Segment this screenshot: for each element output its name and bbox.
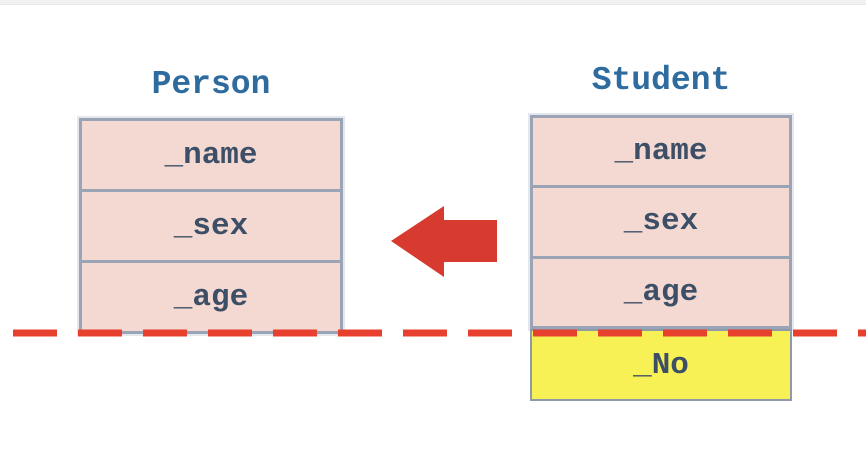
student-field-name-label: _name xyxy=(614,134,708,170)
student-field-sex-label: _sex xyxy=(623,204,699,240)
person-field-name-label: _name xyxy=(164,137,258,173)
student-field-age: _age xyxy=(533,259,789,326)
person-field-sex-label: _sex xyxy=(173,208,249,244)
window-top-edge xyxy=(0,0,866,5)
student-field-sex: _sex xyxy=(533,188,789,259)
student-field-name: _name xyxy=(533,118,789,189)
person-class-title: Person xyxy=(151,66,271,103)
person-field-sex: _sex xyxy=(82,192,340,263)
student-field-no-label: _No xyxy=(633,347,689,383)
student-class-box: _name _sex _age xyxy=(528,113,794,331)
person-field-name: _name xyxy=(82,121,340,192)
inheritance-arrow-icon xyxy=(391,206,497,277)
student-field-age-label: _age xyxy=(623,274,699,310)
student-highlight-field-no: _No xyxy=(530,329,792,401)
person-class-box: _name _sex _age xyxy=(77,116,345,336)
student-class-title: Student xyxy=(591,62,731,99)
person-field-age-label: _age xyxy=(173,279,249,315)
person-field-age: _age xyxy=(82,263,340,331)
